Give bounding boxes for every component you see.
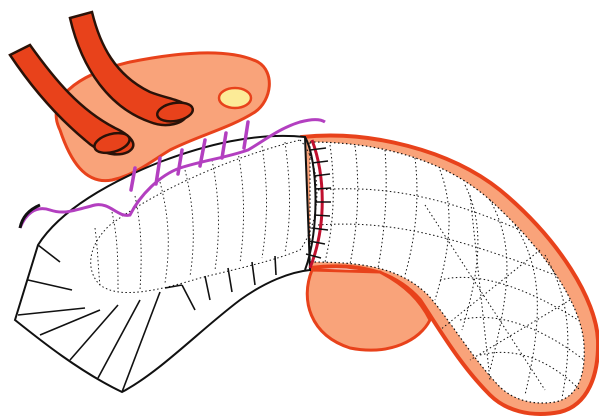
native-aorta <box>302 136 598 414</box>
ostium-icon <box>219 88 251 108</box>
